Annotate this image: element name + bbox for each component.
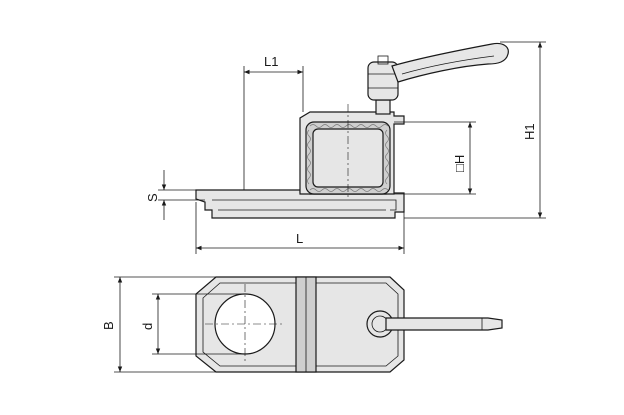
dim-H1: H1 — [404, 41, 546, 219]
dim-B: B — [101, 276, 216, 373]
lever-ridge — [401, 55, 495, 75]
dim-L: L — [195, 202, 405, 254]
label-L: L — [296, 231, 303, 246]
dim-d: d — [140, 293, 245, 355]
side-view: L1 L H1 □H S — [145, 41, 546, 254]
label-H1: H1 — [522, 123, 537, 140]
label-H: □H — [452, 155, 467, 172]
label-L1: L1 — [264, 54, 278, 69]
stud — [375, 99, 391, 115]
label-B: B — [101, 321, 116, 330]
base-hook — [386, 199, 397, 211]
lever-arm-top — [385, 317, 503, 331]
label-S: S — [145, 193, 160, 202]
top-plate-inner — [202, 282, 399, 367]
dim-L1: L1 — [243, 54, 304, 190]
hub-top — [377, 55, 389, 65]
label-d: d — [140, 323, 155, 330]
tube-hatch — [307, 124, 389, 192]
dim-H: □H — [394, 121, 476, 195]
dim-S: S — [145, 170, 205, 220]
top-view: B d — [101, 276, 503, 373]
